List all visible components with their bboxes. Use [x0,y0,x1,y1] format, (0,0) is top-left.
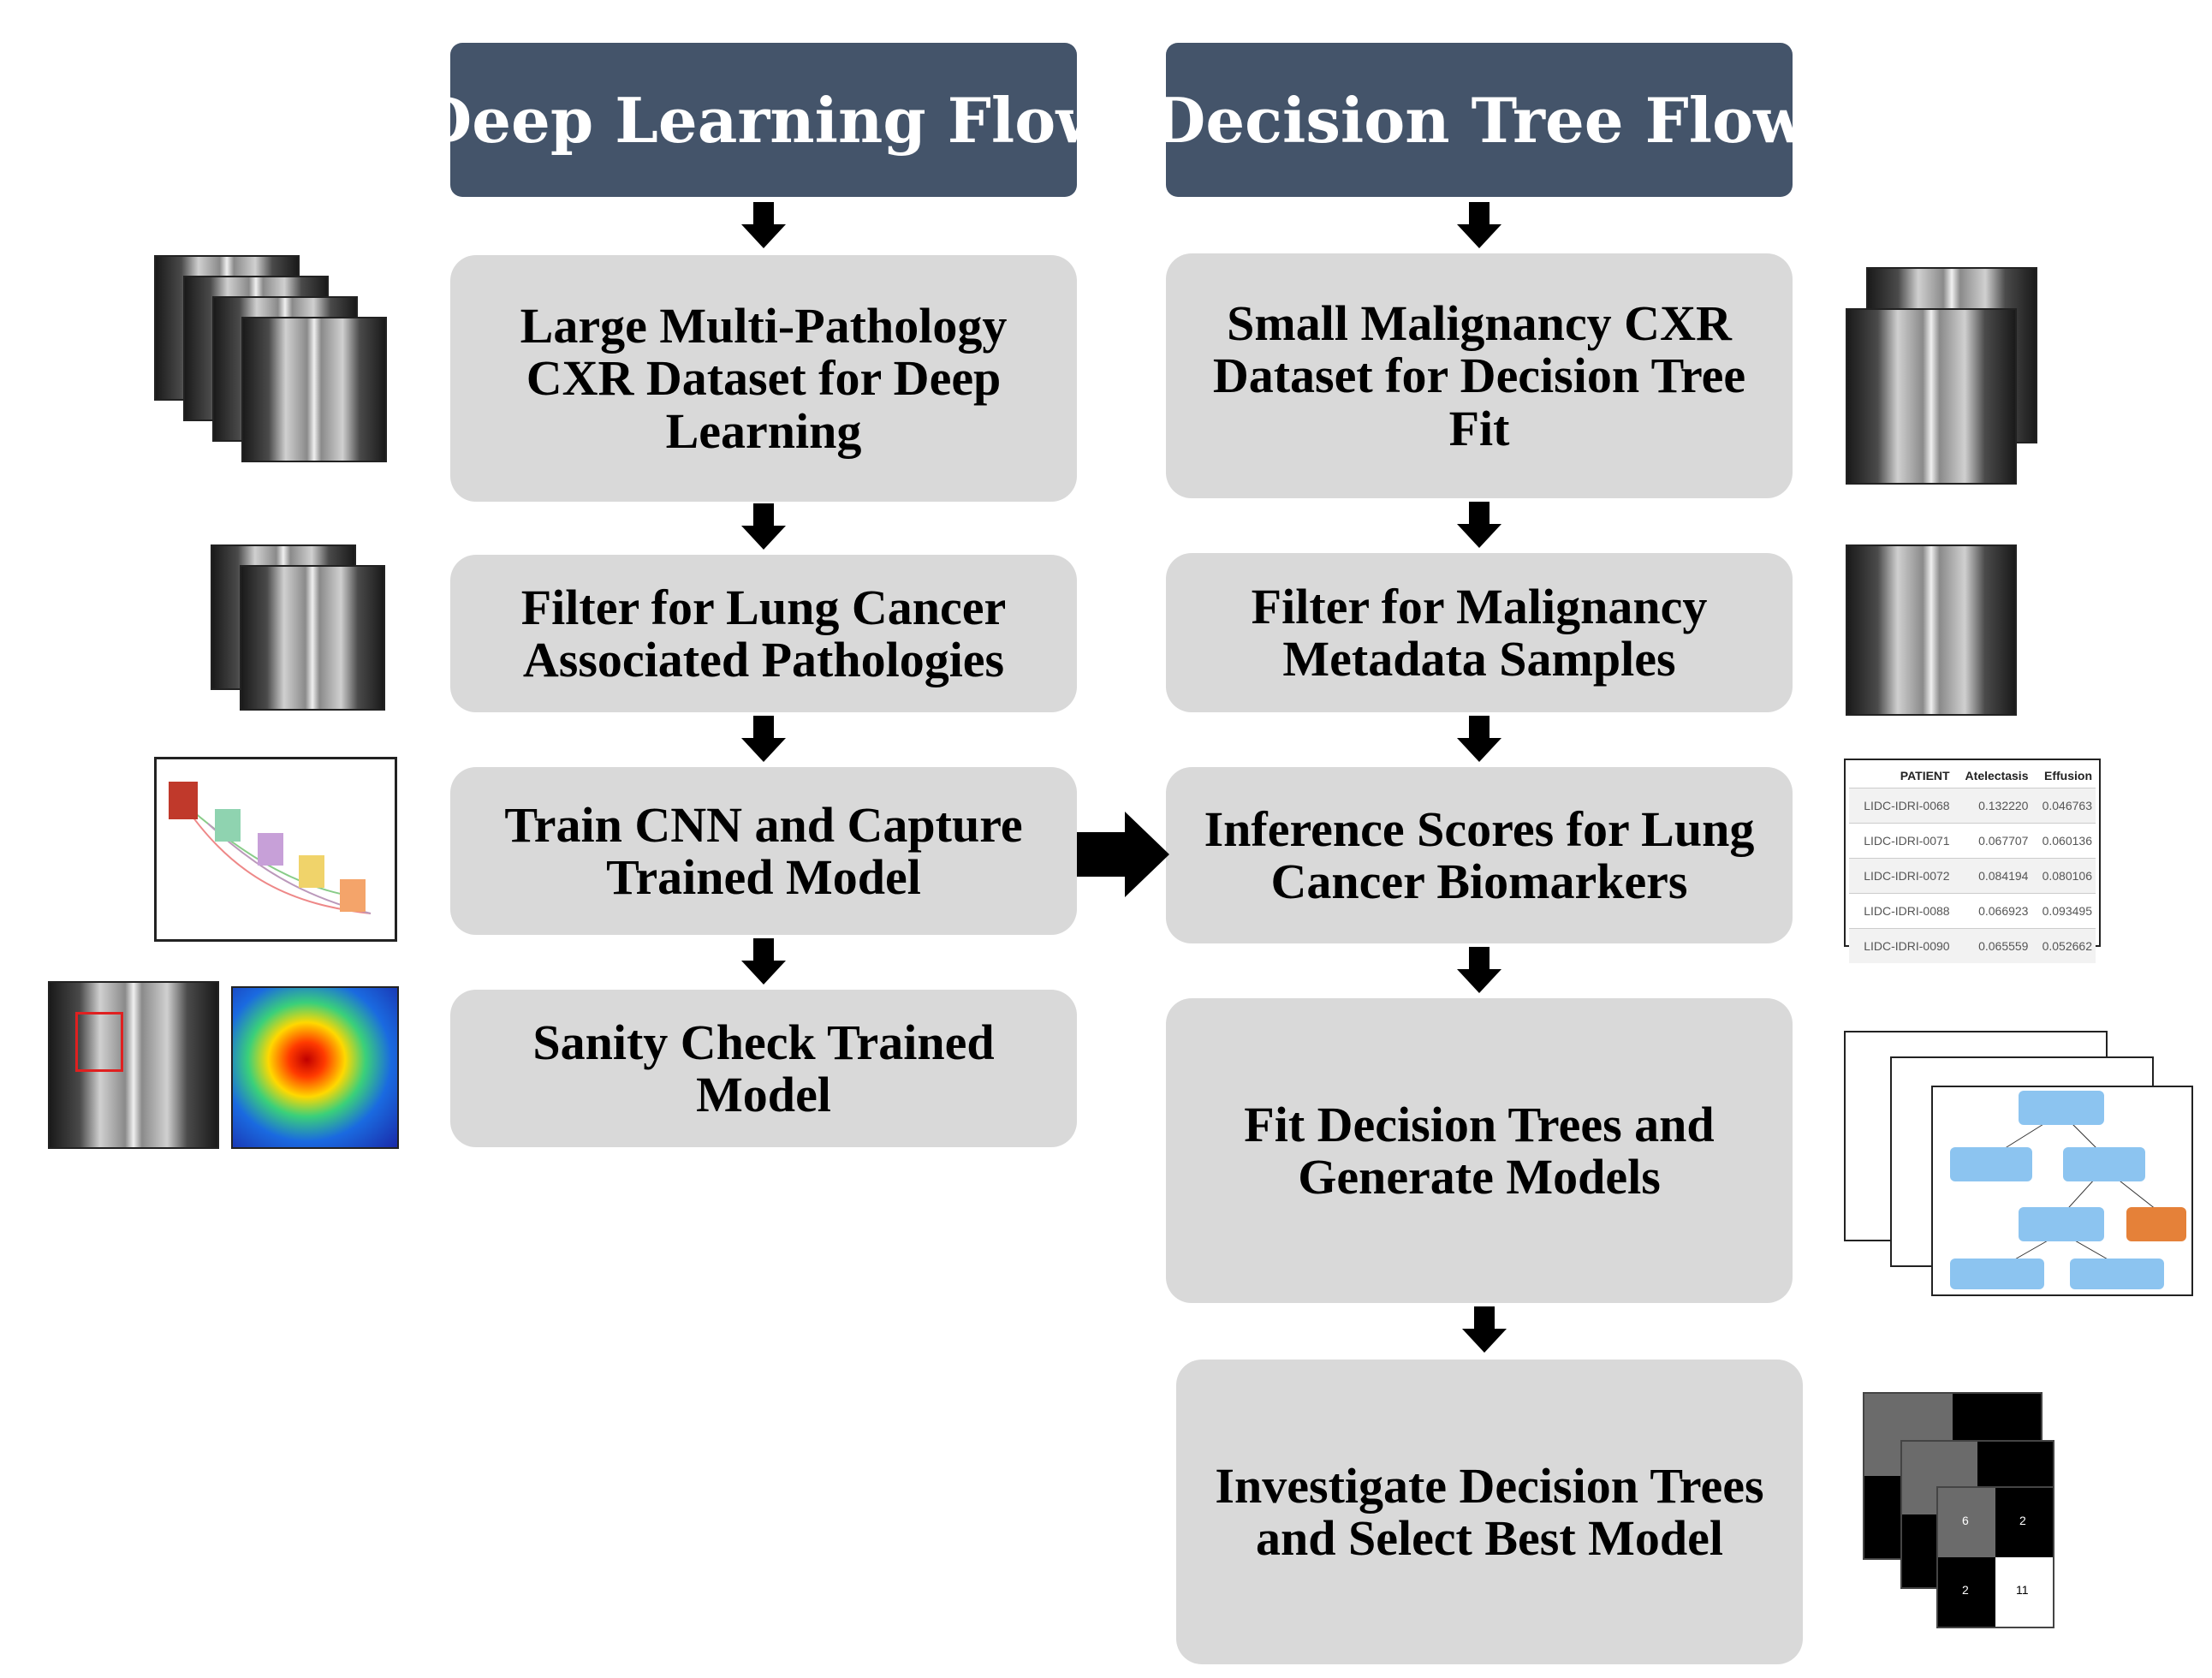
arrow-down-icon [741,202,786,248]
step-label: Large Multi-Pathology CXR Dataset for De… [520,297,1008,459]
decision-tree-flow-title: Decision Tree Flow [1151,83,1807,157]
table-cell: LIDC-IDRI-0072 [1849,858,1953,894]
table-row: LIDC-IDRI-0071 0.067707 0.060136 [1849,823,2096,859]
step-label: Filter for Lung Cancer Associated Pathol… [520,579,1007,687]
table-cell: 0.084194 [1953,858,2032,894]
step-label: Investigate Decision Trees and Select Be… [1215,1457,1764,1566]
table-row: LIDC-IDRI-0090 0.065559 0.052662 [1849,928,2096,963]
scores-table-icon: PATIENT Atelectasis Effusion LIDC-IDRI-0… [1844,759,2101,963]
decision-tree-plots-icon [1844,1031,2195,1298]
step-label: Inference Scores for Lung Cancer Biomark… [1204,800,1755,909]
step-label: Train CNN and Capture Trained Model [504,796,1023,905]
step-filter-malignancy: Filter for Malignancy Metadata Samples [1166,553,1793,712]
cxr-small-stack-icon [1846,267,2043,485]
table-cell: 0.132220 [1953,788,2032,824]
table-cell: LIDC-IDRI-0068 [1849,788,1953,824]
gradcam-heatmap-icon [231,986,399,1149]
matrix-cell: 11 [2016,1583,2029,1597]
table-header: Atelectasis [1965,769,2029,782]
table-cell: 0.093495 [2031,893,2096,929]
arrow-down-icon [1457,502,1501,548]
arrow-down-icon [1457,947,1501,993]
step-investigate-trees: Investigate Decision Trees and Select Be… [1176,1360,1803,1664]
arrow-down-icon [741,503,786,550]
step-large-dataset: Large Multi-Pathology CXR Dataset for De… [450,255,1077,502]
table-cell: LIDC-IDRI-0088 [1849,893,1953,929]
scores-table: PATIENT Atelectasis Effusion LIDC-IDRI-0… [1849,764,2096,963]
matrix-cell: 6 [1962,1514,1969,1527]
table-cell: 0.067707 [1953,823,2032,859]
arrow-down-icon [1457,202,1501,248]
cnn-architecture-icon [154,757,397,942]
step-small-dataset: Small Malignancy CXR Dataset for Decisio… [1166,253,1793,498]
cxr-filtered-icon [211,544,390,716]
arrow-right-icon [1077,812,1169,897]
step-train-cnn: Train CNN and Capture Trained Model [450,767,1077,935]
table-row: LIDC-IDRI-0068 0.132220 0.046763 [1849,788,2096,824]
table-cell: 0.065559 [1953,928,2032,963]
arrow-down-icon [1462,1306,1507,1353]
deep-learning-flow-title: Deep Learning Flow [418,83,1109,157]
step-inference-scores: Inference Scores for Lung Cancer Biomark… [1166,767,1793,943]
table-cell: 0.066923 [1953,893,2032,929]
step-label: Small Malignancy CXR Dataset for Decisio… [1212,295,1746,456]
step-filter-lung-cancer: Filter for Lung Cancer Associated Pathol… [450,555,1077,712]
table-cell: LIDC-IDRI-0090 [1849,928,1953,963]
table-cell: 0.080106 [2031,858,2096,894]
matrix-cell: 2 [2019,1514,2026,1527]
step-label: Fit Decision Trees and Generate Models [1244,1096,1715,1205]
step-label: Sanity Check Trained Model [532,1014,995,1122]
arrow-down-icon [741,716,786,762]
table-cell: LIDC-IDRI-0071 [1849,823,1953,859]
arrow-down-icon [741,938,786,985]
deep-learning-flow-header: Deep Learning Flow [419,43,1109,197]
table-cell: 0.046763 [2031,788,2096,824]
cxr-bounding-box-icon [48,981,219,1149]
step-label: Filter for Malignancy Metadata Samples [1251,578,1708,687]
cxr-stack-icon [154,255,394,469]
matrix-cell: 2 [1962,1583,1969,1597]
cxr-malignancy-icon [1846,544,2017,716]
arrow-down-icon [1457,716,1501,762]
decision-tree-flow-header: Decision Tree Flow [1152,43,1806,197]
table-cell: 0.060136 [2031,823,2096,859]
table-row: LIDC-IDRI-0072 0.084194 0.080106 [1849,858,2096,894]
table-row: LIDC-IDRI-0088 0.066923 0.093495 [1849,893,2096,929]
step-sanity-check: Sanity Check Trained Model [450,990,1077,1147]
table-header: Effusion [2044,769,2092,782]
table-header: PATIENT [1900,769,1950,782]
table-cell: 0.052662 [2031,928,2096,963]
step-fit-decision-trees: Fit Decision Trees and Generate Models [1166,998,1793,1303]
confusion-matrix-stack-icon: 6 2 2 11 [1863,1392,2054,1628]
